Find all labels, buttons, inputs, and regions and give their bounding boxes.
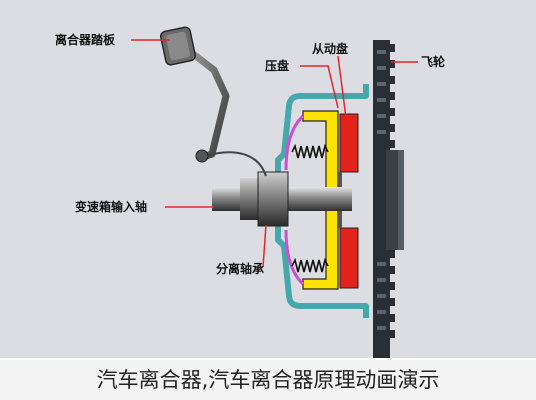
leader-lines (131, 39, 418, 268)
diaphragm-spring (284, 114, 305, 286)
pressure-plate (302, 110, 339, 290)
driven-disc-label: 从动盘 (312, 42, 349, 56)
flywheel-label: 飞轮 (421, 55, 446, 69)
pedal-label: 离合器踏板 (55, 33, 116, 47)
input-shaft-label: 变速箱输入轴 (75, 200, 148, 214)
friction-disc-lower (339, 227, 359, 289)
pedal-pivot (195, 149, 209, 163)
release-bearing-label: 分离轴承 (216, 262, 265, 276)
friction-disc-upper (339, 113, 359, 173)
flywheel (373, 40, 404, 358)
pressure-plate-label: 压盘 (265, 59, 290, 73)
coil-spring-upper (291, 143, 329, 159)
caption: 汽车离合器,汽车离合器原理动画演示 (0, 360, 536, 400)
release-bearing (257, 171, 289, 227)
clutch-diagram (0, 0, 536, 358)
coil-spring-lower (291, 257, 329, 273)
